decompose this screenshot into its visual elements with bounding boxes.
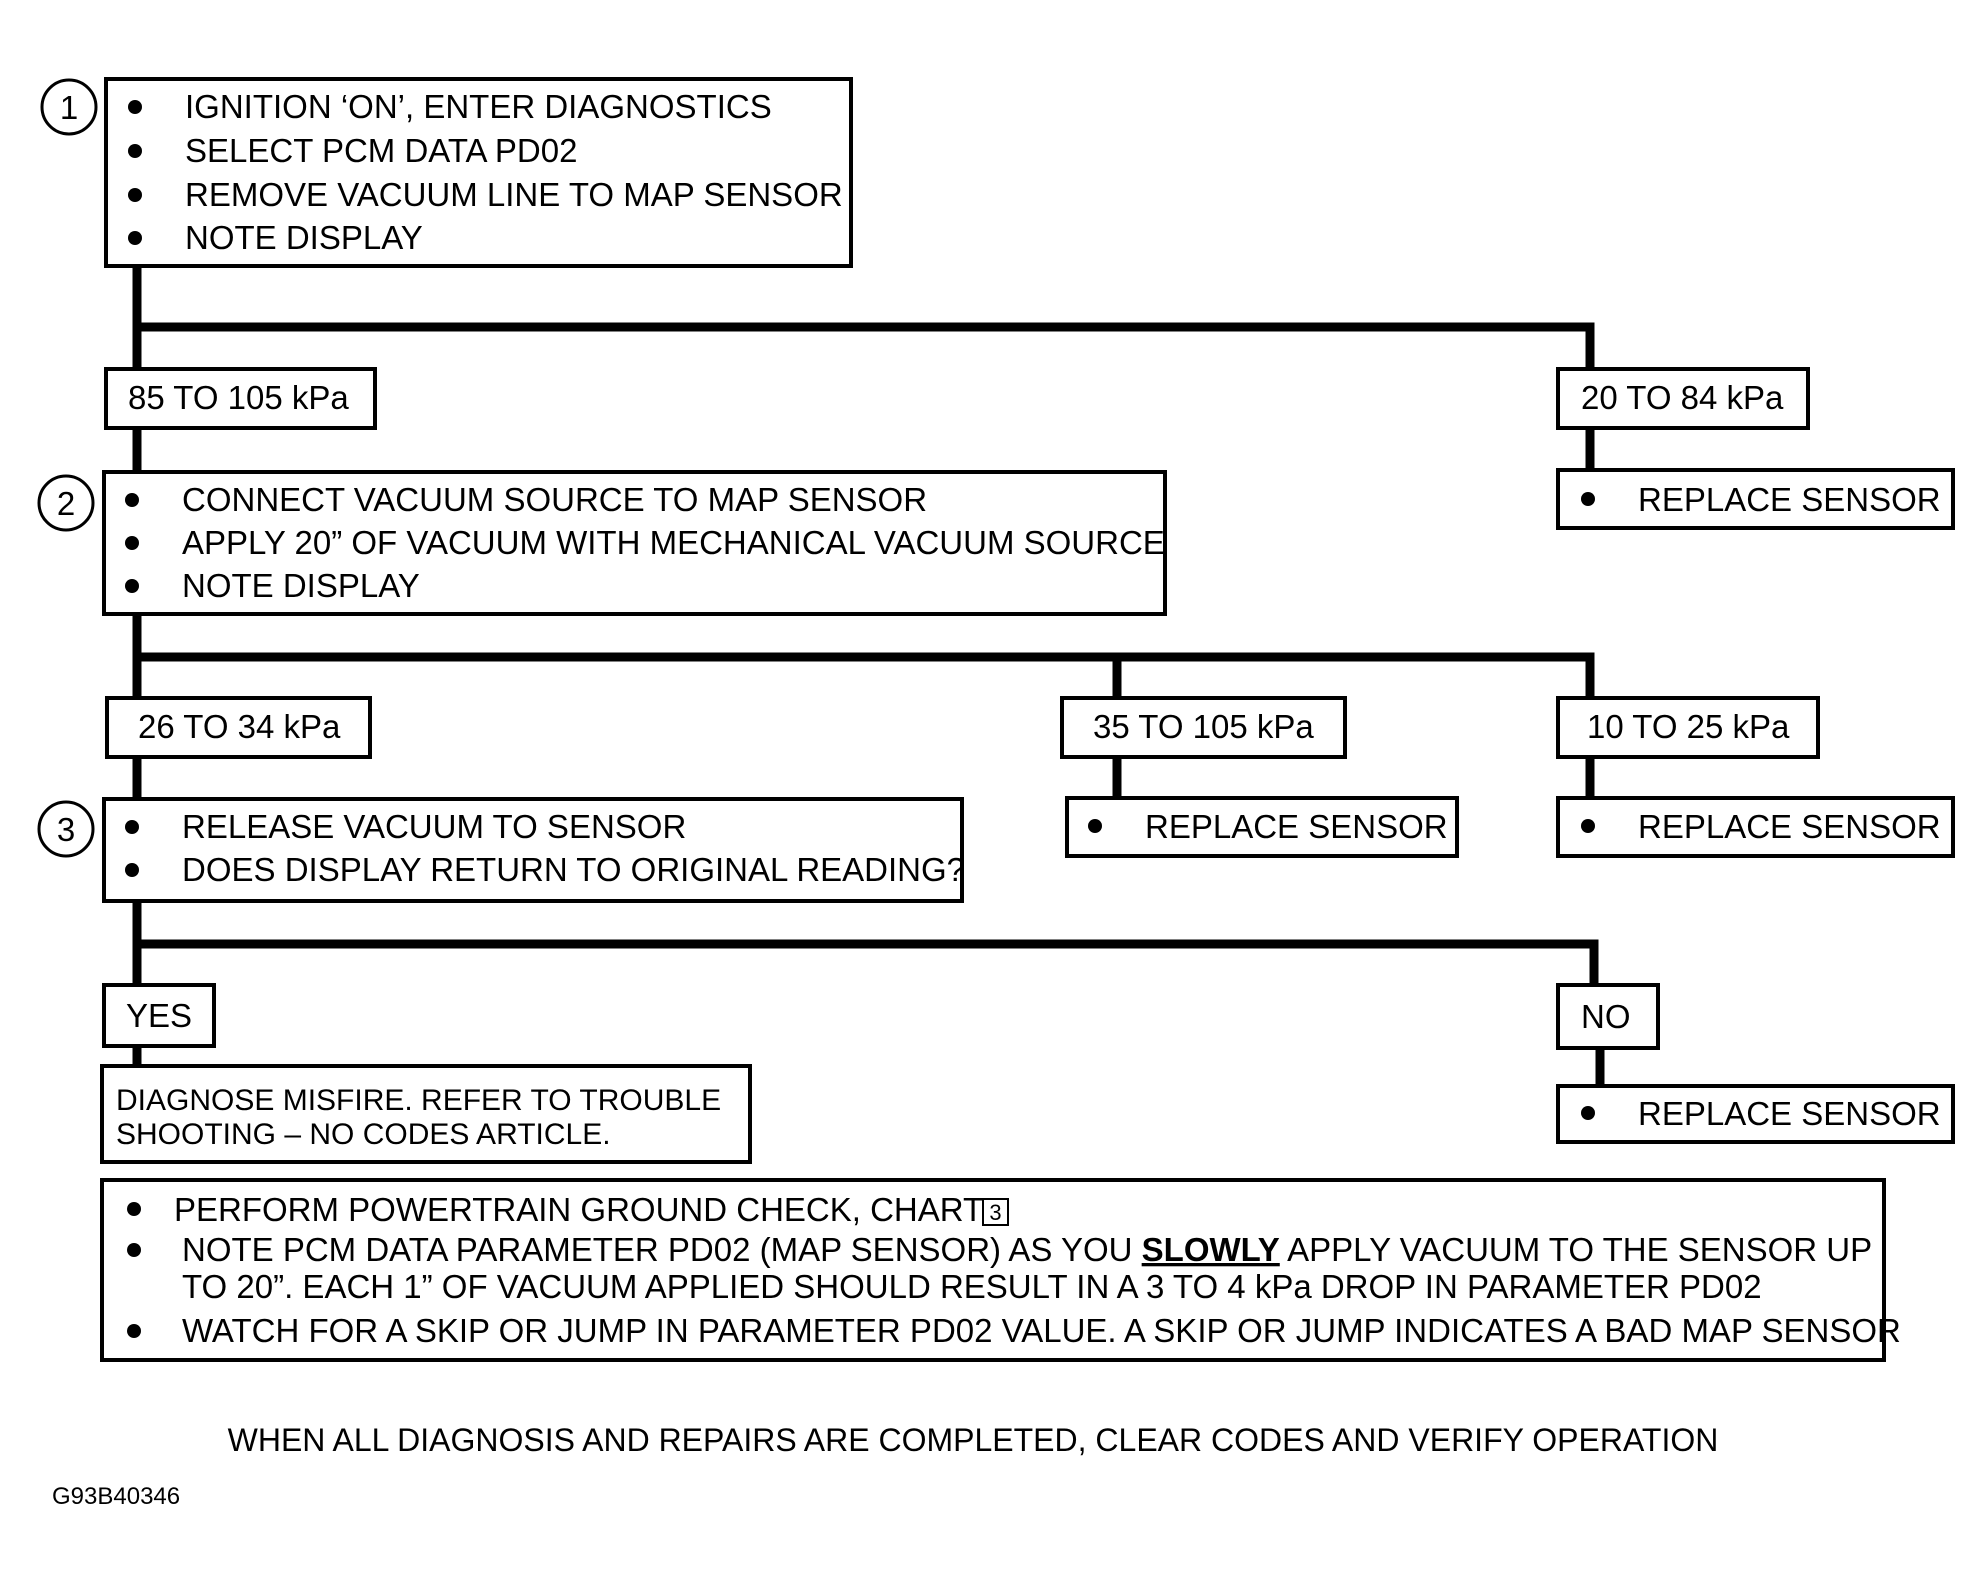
svg-text:REPLACE SENSOR: REPLACE SENSOR [1638, 481, 1941, 518]
final-box: PERFORM POWERTRAIN GROUND CHECK, CHART 3… [100, 1178, 1901, 1362]
final-item3: WATCH FOR A SKIP OR JUMP IN PARAMETER PD… [182, 1312, 1901, 1349]
step2-number-circle [37, 474, 95, 532]
bullet-icon [125, 820, 139, 834]
svg-text:20 TO 84 kPa: 20 TO 84 kPa [1581, 379, 1784, 416]
bullet-icon [125, 536, 139, 550]
emphasis-slowly: SLOWLY [1142, 1231, 1280, 1268]
svg-text:PERFORM POWERTRAIN GROUND CHEC: PERFORM POWERTRAIN GROUND CHECK, CHART [174, 1191, 983, 1228]
final-item1: PERFORM POWERTRAIN GROUND CHECK, CHART [174, 1191, 983, 1228]
connector-lines [132, 261, 1605, 1091]
branch2-right-replace-sensor: REPLACE SENSOR [1556, 796, 1955, 858]
no-replace-sensor: REPLACE SENSOR [1556, 1084, 1955, 1144]
step3-line: DOES DISPLAY RETURN TO ORIGINAL READING? [182, 851, 965, 888]
misfire-line: DIAGNOSE MISFIRE. REFER TO TROUBLE [116, 1084, 721, 1117]
svg-text:10 TO 25 kPa: 10 TO 25 kPa [1587, 708, 1790, 745]
bullet-icon [128, 100, 142, 114]
svg-text:REPLACE SENSOR: REPLACE SENSOR [1145, 808, 1448, 845]
bullet-icon [128, 231, 142, 245]
bullet-icon [128, 188, 142, 202]
footer-note: WHEN ALL DIAGNOSIS AND REPAIRS ARE COMPL… [228, 1422, 1719, 1458]
step1-number: 1 [60, 89, 78, 126]
step3-number-circle [37, 800, 95, 858]
step1-line: NOTE DISPLAY [185, 219, 423, 256]
step2-line: APPLY 20” OF VACUUM WITH MECHANICAL VACU… [182, 524, 1165, 561]
step2-number: 2 [57, 485, 75, 522]
branch1-left-label: 85 TO 105 kPa [104, 367, 377, 430]
yes-label: YES [102, 983, 216, 1048]
step3-box: 3 RELEASE VACUUM TO SENSOR DOES DISPLAY … [37, 797, 965, 903]
branch2-middle-replace-sensor: REPLACE SENSOR [1065, 796, 1459, 858]
svg-text:REPLACE SENSOR: REPLACE SENSOR [1638, 1095, 1941, 1132]
svg-text:REPLACE SENSOR: REPLACE SENSOR [1638, 808, 1941, 845]
figure-code: G93B40346 [52, 1483, 180, 1510]
svg-text:NO: NO [1581, 998, 1631, 1035]
step1-number-circle [40, 78, 98, 136]
misfire-line: SHOOTING – NO CODES ARTICLE. [116, 1118, 611, 1151]
step1-line: REMOVE VACUUM LINE TO MAP SENSOR [185, 176, 843, 213]
chart-reference-number: 3 [989, 1200, 1001, 1225]
bullet-icon [1581, 1106, 1595, 1120]
svg-text:YES: YES [126, 997, 192, 1034]
final-item2-line1: NOTE PCM DATA PARAMETER PD02 (MAP SENSOR… [182, 1231, 1872, 1268]
bullet-icon [1581, 819, 1595, 833]
step2-line: NOTE DISPLAY [182, 567, 420, 604]
step1-box: 1 IGNITION ‘ON’, ENTER DIAGNOSTICS SELEC… [40, 77, 853, 268]
svg-text:35 TO 105 kPa: 35 TO 105 kPa [1093, 708, 1314, 745]
bullet-icon [125, 863, 139, 877]
branch1-right-label: 20 TO 84 kPa [1556, 367, 1810, 430]
branch2-middle-label: 35 TO 105 kPa [1060, 696, 1347, 759]
step1-line: SELECT PCM DATA PD02 [185, 132, 577, 169]
bullet-icon [127, 1243, 141, 1257]
step2-box: 2 CONNECT VACUUM SOURCE TO MAP SENSOR AP… [37, 470, 1167, 616]
step1-line: IGNITION ‘ON’, ENTER DIAGNOSTICS [185, 88, 772, 125]
final-item2-line2: TO 20”. EACH 1” OF VACUUM APPLIED SHOULD… [182, 1268, 1762, 1305]
bullet-icon [125, 579, 139, 593]
bullet-icon [1581, 492, 1595, 506]
bullet-icon [128, 144, 142, 158]
step3-number: 3 [57, 811, 75, 848]
no-label: NO [1556, 983, 1660, 1050]
bullet-icon [127, 1324, 141, 1338]
svg-text:26 TO 34 kPa: 26 TO 34 kPa [138, 708, 341, 745]
branch1-replace-sensor: REPLACE SENSOR [1556, 468, 1955, 530]
bullet-icon [125, 493, 139, 507]
misfire-box: DIAGNOSE MISFIRE. REFER TO TROUBLE SHOOT… [100, 1064, 752, 1164]
branch2-right-label: 10 TO 25 kPa [1556, 696, 1820, 759]
branch2-left-label: 26 TO 34 kPa [105, 696, 372, 759]
chart-reference-box [982, 1198, 1009, 1226]
step2-line: CONNECT VACUUM SOURCE TO MAP SENSOR [182, 481, 927, 518]
svg-text:85 TO 105 kPa: 85 TO 105 kPa [128, 379, 349, 416]
bullet-icon [1088, 819, 1102, 833]
bullet-icon [127, 1202, 141, 1216]
step3-line: RELEASE VACUUM TO SENSOR [182, 808, 686, 845]
